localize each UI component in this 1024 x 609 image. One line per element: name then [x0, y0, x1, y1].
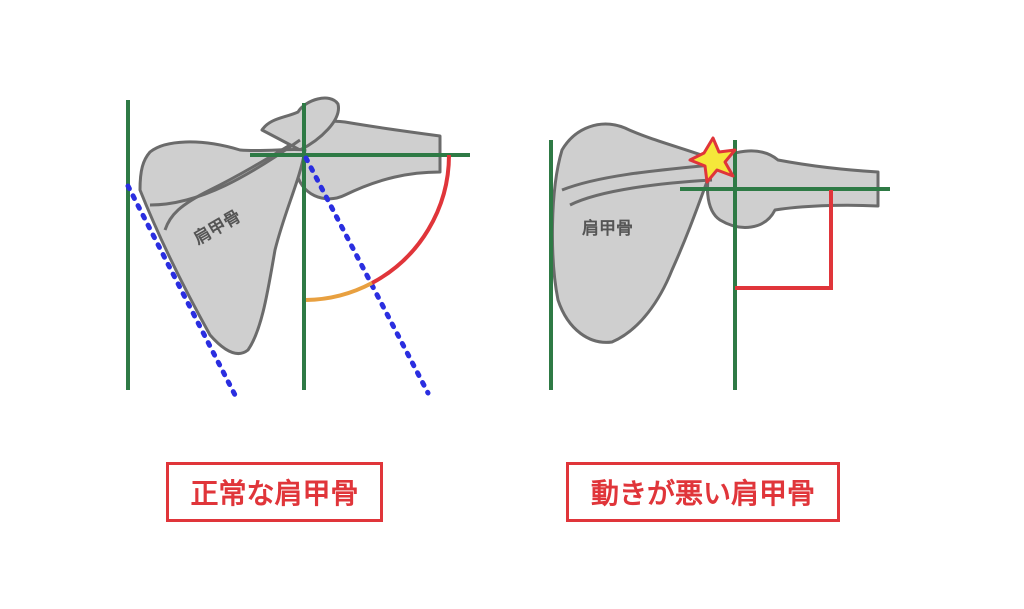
scapula-body-shape [550, 122, 717, 344]
scapula-axis-dotted-line [303, 155, 431, 396]
bone-label: 肩甲骨 [582, 218, 633, 239]
impaired-scapula-caption: 動きが悪い肩甲骨 [566, 462, 840, 522]
impingement-star-icon [688, 136, 737, 184]
acromion-shape [260, 96, 340, 152]
scapula-spine-line [561, 163, 713, 192]
scapula-spine-line [149, 138, 301, 207]
angle-bracket-red [735, 190, 833, 290]
impaired-scapula-figure: 肩甲骨 [549, 122, 890, 390]
scapula-ridge-line [569, 178, 713, 207]
scapula-axis-dotted-line [125, 183, 238, 398]
scapula-body-shape [138, 140, 307, 355]
angle-arc-orange [305, 281, 373, 302]
normal-scapula-figure: 肩甲骨 [125, 96, 470, 398]
normal-scapula-caption: 正常な肩甲骨 [166, 462, 383, 522]
angle-arc-red [371, 154, 451, 285]
